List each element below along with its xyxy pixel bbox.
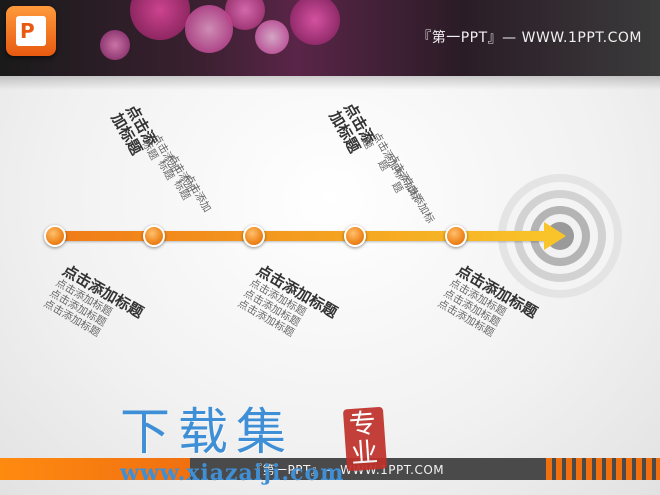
upper-body-2c: 点击添加标 题 — [389, 174, 436, 231]
bokeh-decoration — [130, 0, 190, 40]
footer-text: 『第一PPT』— WWW.1PPT.COM — [250, 463, 445, 477]
header-title: 『第一PPT』— WWW.1PPT.COM — [417, 30, 642, 46]
timeline-node — [243, 225, 265, 247]
timeline-node — [344, 225, 366, 247]
footer-stripes — [546, 458, 660, 480]
lower-label-2: 点击添加标题 点击添加标题 点击添加标题 点击添加标题 — [236, 261, 341, 353]
bokeh-decoration — [255, 20, 289, 54]
logo-glyph: P — [20, 19, 35, 43]
timeline-bar — [52, 231, 548, 241]
timeline-node — [445, 225, 467, 247]
timeline-arrow — [44, 222, 566, 250]
bokeh-decoration — [290, 0, 340, 45]
lower-label-1: 点击添加标题 点击添加标题 点击添加标题 点击添加标题 — [42, 261, 147, 353]
timeline-node — [143, 225, 165, 247]
header-banner: P 『第一PPT』— WWW.1PPT.COM — [0, 0, 660, 76]
header-shadow — [0, 76, 660, 90]
bokeh-decoration — [100, 30, 130, 60]
watermark-url: www.xiazaiji.com — [120, 460, 345, 486]
arrow-head — [544, 222, 566, 250]
watermark-seal-char: 专 — [347, 408, 378, 442]
logo-inner: P — [16, 16, 46, 46]
upper-body-1c: 点击添加 标题 — [171, 172, 213, 220]
watermark-seal: 专 业 — [342, 406, 388, 472]
watermark-title: 下载集 — [120, 403, 294, 461]
footer-bar: 『第一PPT』— WWW.1PPT.COM — [0, 458, 660, 480]
timeline-node — [44, 225, 66, 247]
powerpoint-logo-icon: P — [6, 6, 56, 56]
footer-accent — [0, 458, 190, 480]
watermark-seal-char: 业 — [349, 437, 380, 470]
